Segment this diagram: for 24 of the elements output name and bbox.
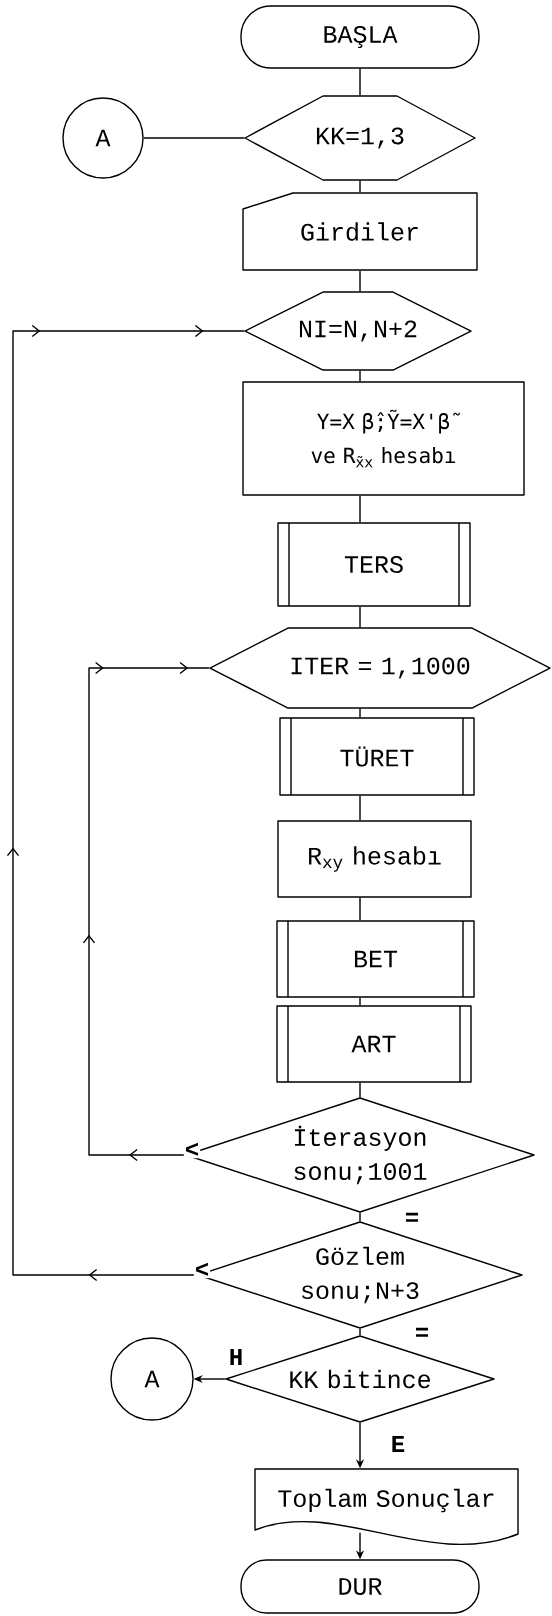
connector-line [359,606,361,628]
connector-line [359,1328,361,1336]
process-box: Y=X β̂;Ỹ=X'β̃ ve R$_{x̃x}$ hesabı [242,381,525,496]
connector-line [359,997,361,1006]
subroutine-box: ART [276,1005,472,1083]
subroutine-box: BET [276,920,475,998]
connector-line [359,1212,361,1222]
connector-line [359,370,361,382]
loop-hexagon: NI=N,N+2 [244,291,472,371]
input-box: Girdiler [242,192,478,271]
connector-line [359,495,361,523]
connector-line [359,897,361,921]
connector-line [143,137,245,139]
connector-line [359,270,361,292]
loop-hexagon: ITER = 1,1000 [209,627,551,709]
connector-line [359,708,361,718]
subroutine-box: TERS [277,522,471,607]
connector-line [359,1082,361,1098]
connector-line [359,68,361,96]
subroutine-box: TÜRET [279,717,475,796]
connector-line [359,180,361,193]
loop-hexagon: KK=1,3 [244,95,476,181]
process-box: R$_{xy}$ hesabı [277,820,472,898]
connector-line [359,795,361,821]
